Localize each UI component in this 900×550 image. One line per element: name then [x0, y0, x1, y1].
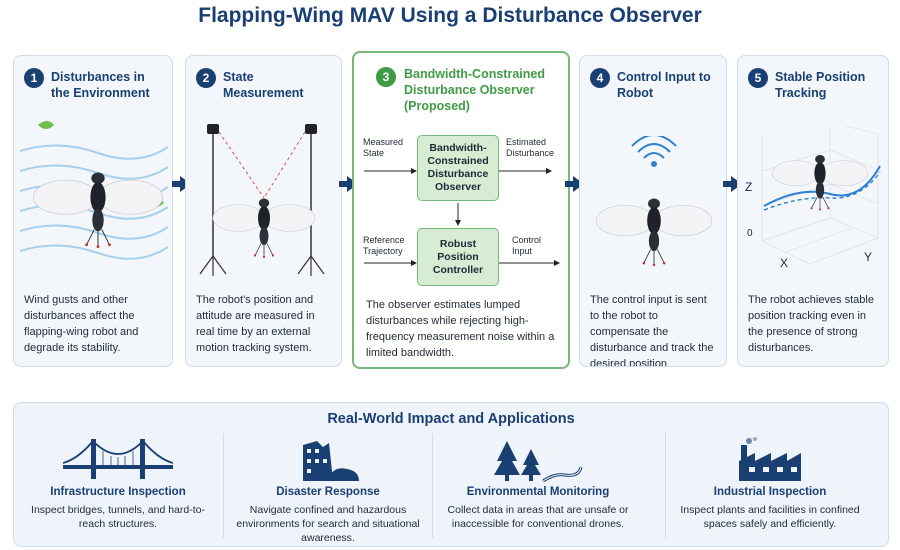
step-title: Disturbances in the Environment: [51, 70, 150, 100]
impact-title: Real-World Impact and Applications: [327, 411, 575, 427]
app-disaster-response: Disaster Response Navigate confined and …: [224, 433, 432, 545]
app-title: Disaster Response: [276, 486, 380, 498]
control-input-label: Control Input: [512, 235, 542, 256]
page-title: Flapping-Wing MAV Using a Disturbance Ob…: [198, 4, 702, 27]
step-title: Control Input to Robot: [617, 70, 711, 100]
estimated-disturbance-label: Estimated Disturbance: [506, 137, 555, 158]
app-title: Environmental Monitoring: [466, 486, 610, 498]
app-description: Inspect plants and facilities in confine…: [680, 504, 860, 530]
divider: [665, 433, 666, 538]
measured-state-label: Measured State: [363, 137, 404, 158]
axis-x-label: X: [780, 256, 789, 270]
app-industrial-inspection: Industrial Inspection Inspect plants and…: [666, 433, 874, 545]
app-description: Collect data in areas that are unsafe or…: [447, 504, 629, 530]
step-description: The robot achieves stable position track…: [748, 294, 874, 354]
bridge-icon: [63, 439, 173, 479]
robot-control-illustration: [595, 136, 713, 267]
app-description: Inspect bridges, tunnels, and hard-to-re…: [31, 504, 205, 530]
forest-river-icon: [494, 441, 583, 483]
step-number-badge: 4: [590, 68, 610, 88]
camera-tripod-icon: [297, 124, 325, 276]
wireless-signal-icon: [631, 136, 677, 167]
wind-disturbance-illustration: [19, 121, 169, 260]
step-title: Stable Position Tracking: [775, 70, 866, 100]
step-description: The observer estimates lumped disturbanc…: [366, 299, 555, 359]
step-number-badge: 2: [196, 68, 216, 88]
step-number-badge: 3: [376, 67, 396, 87]
reference-trajectory-label: Reference Trajectory: [363, 235, 405, 256]
impact-panel: Real-World Impact and Applications Infra…: [13, 402, 889, 547]
step-description: Wind gusts and other disturbances affect…: [24, 294, 139, 354]
app-title: Industrial Inspection: [713, 486, 827, 498]
step-number-badge: 1: [24, 68, 44, 88]
block-diagram-connectors: [364, 168, 560, 266]
axis-z-label: Z: [745, 180, 753, 194]
step-state-measurement: 2 State Measurement The robot's position…: [185, 55, 342, 367]
step-stable-tracking: 5 Stable Position Tracking Z 0 X Y The r…: [737, 55, 889, 367]
app-description: Navigate confined and hazardous environm…: [236, 504, 420, 544]
flow-arrow-icon: [565, 176, 584, 192]
divider: [223, 433, 224, 538]
step-title: Bandwidth-Constrained Disturbance Observ…: [404, 67, 545, 113]
camera-tripod-icon: [199, 124, 227, 276]
factory-icon: [739, 437, 801, 481]
divider: [432, 433, 433, 538]
motion-tracking-illustration: [199, 124, 325, 276]
leaf-icon: [38, 121, 54, 129]
app-environmental-monitoring: Environmental Monitoring Collect data in…: [434, 433, 642, 545]
damaged-building-icon: [303, 441, 359, 481]
axis-y-label: Y: [864, 250, 873, 264]
step-number-badge: 5: [748, 68, 768, 88]
controller-block: Robust Position Controller: [417, 228, 499, 286]
step-disturbance-observer: 3 Bandwidth-Constrained Disturbance Obse…: [352, 51, 570, 369]
axis-tick-label: 0: [747, 228, 753, 239]
observer-block: Bandwidth-Constrained Disturbance Observ…: [417, 135, 499, 201]
step-description: The robot's position and attitude are me…: [196, 294, 315, 354]
step-disturbances: 1 Disturbances in the Environment Wind g…: [13, 55, 173, 367]
app-infrastructure-inspection: Infrastructure Inspection Inspect bridge…: [14, 433, 222, 545]
step-description: The control input is sent to the robot t…: [590, 294, 714, 367]
app-title: Infrastructure Inspection: [50, 486, 186, 498]
flow-arrow-icon: [723, 176, 742, 192]
3d-tracking-plot: [761, 126, 881, 265]
step-title: State Measurement: [223, 70, 304, 100]
step-control-input: 4 Control Input to Robot The control inp…: [579, 55, 727, 367]
